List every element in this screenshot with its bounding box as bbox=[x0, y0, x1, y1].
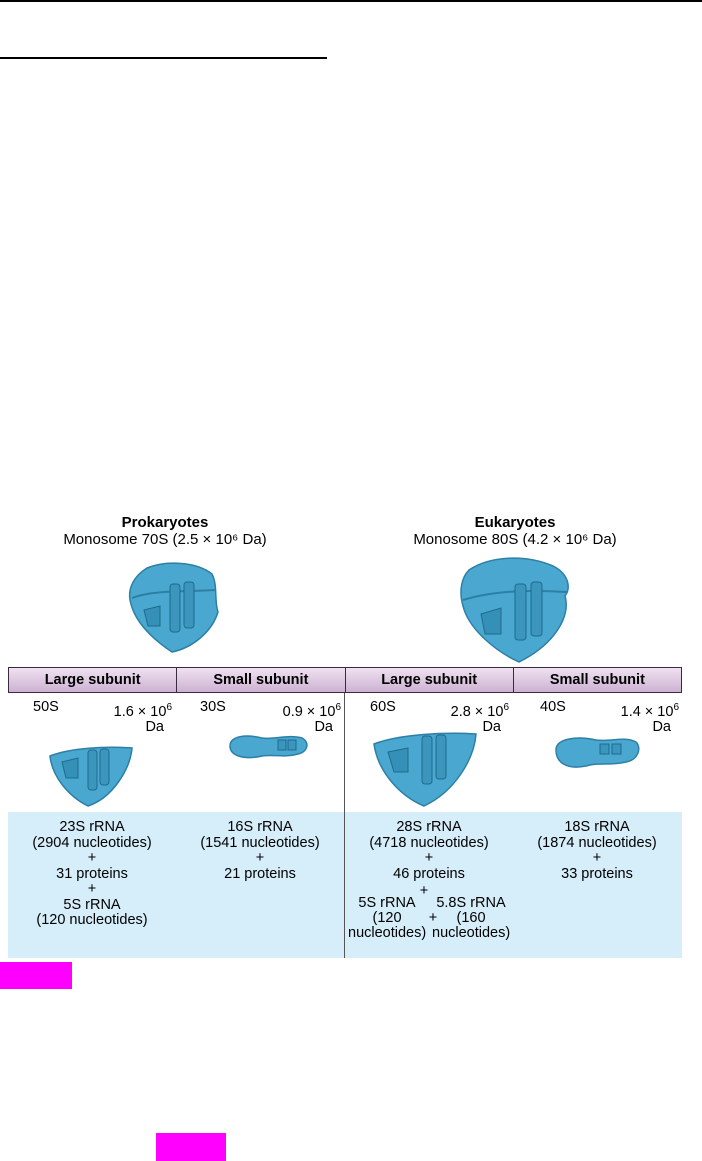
plus-sign-upper: + bbox=[419, 883, 429, 899]
composition-panel bbox=[8, 812, 682, 958]
prokaryotes-header: Prokaryotes Monosome 70S (2.5 × 10⁶ Da) bbox=[50, 514, 280, 548]
mass-unit: Da bbox=[314, 718, 333, 735]
mass-unit: Da bbox=[145, 718, 164, 735]
prokaryote-monosome-illustration bbox=[128, 562, 219, 653]
rrna-5-8s-label: 5.8S rRNA bbox=[436, 895, 506, 911]
prokaryotes-subtitle: Monosome 70S (2.5 × 10⁶ Da) bbox=[63, 531, 267, 548]
header-small-subunit-eukaryote: Small subunit bbox=[549, 672, 645, 688]
proteins-31: 31 proteins bbox=[56, 865, 128, 882]
header-large-subunit-prokaryote: Large subunit bbox=[9, 668, 178, 692]
subunit-header-bar: Large subunit Small subunit Large subuni… bbox=[8, 667, 682, 693]
prokaryotes-title: Prokaryotes bbox=[121, 514, 209, 531]
proteins-21: 21 proteins bbox=[224, 865, 296, 882]
composition-40s: 18S rRNA (1874 nucleotides) + 33 protein… bbox=[513, 819, 681, 882]
header-large-subunit-eukaryote: Large subunit bbox=[346, 668, 514, 692]
rrna-5s-length: (120 nucleotides) bbox=[36, 912, 148, 928]
mass-text: 0.9 × 10 bbox=[282, 703, 336, 720]
proteins-33: 33 proteins bbox=[561, 865, 633, 882]
plus-sign-lower: + bbox=[428, 910, 438, 926]
rrna-23s-length: (2904 nucleotides) bbox=[32, 834, 152, 851]
subunit-30s-label: 30S bbox=[200, 699, 226, 715]
composition-30s: 16S rRNA (1541 nucleotides) + 21 protein… bbox=[176, 819, 344, 882]
mass-text: 1.4 × 10 bbox=[620, 703, 674, 720]
rrna-18s: 18S rRNA bbox=[564, 819, 630, 835]
rrna-23s: 23S rRNA bbox=[59, 819, 125, 835]
mass-unit: Da bbox=[652, 718, 671, 735]
top-rule bbox=[0, 0, 702, 2]
subunit-50s-label: 50S bbox=[33, 699, 59, 715]
small-subunit-40s-illustration bbox=[555, 737, 640, 768]
eukaryotes-subtitle: Monosome 80S (4.2 × 10⁶ Da) bbox=[413, 531, 617, 548]
prokaryote-eukaryote-divider bbox=[344, 693, 345, 958]
mass-exponent: 6 bbox=[673, 702, 679, 713]
large-subunit-60s-illustration bbox=[373, 732, 477, 807]
plus-sign: + bbox=[87, 881, 97, 897]
mass-text: 2.8 × 10 bbox=[450, 703, 504, 720]
plus-sign: + bbox=[87, 850, 97, 866]
mass-exponent: 6 bbox=[335, 702, 341, 713]
mass-unit: Da bbox=[482, 718, 501, 735]
highlight-block-bottom bbox=[156, 1133, 226, 1161]
plus-sign: + bbox=[592, 850, 602, 866]
subunit-40s-label: 40S bbox=[540, 699, 566, 715]
large-subunit-50s-illustration bbox=[49, 746, 133, 807]
plus-sign: + bbox=[424, 850, 434, 866]
eukaryote-monosome-illustration bbox=[460, 557, 569, 663]
rrna-5s: 5S rRNA bbox=[63, 896, 121, 913]
rrna-28s: 28S rRNA bbox=[396, 819, 462, 835]
highlight-block-left bbox=[0, 962, 72, 989]
eukaryotes-header: Eukaryotes Monosome 80S (4.2 × 10⁶ Da) bbox=[395, 514, 635, 548]
rrna-5s-count: (120 bbox=[372, 910, 402, 926]
rrna-5s-eukaryote: 5S rRNA (120 nucleotides) bbox=[348, 896, 426, 941]
proteins-46: 46 proteins bbox=[393, 865, 465, 882]
mass-exponent: 6 bbox=[166, 702, 172, 713]
rrna-5-8s-count: (160 bbox=[456, 910, 486, 926]
plus-sign: + bbox=[255, 850, 265, 866]
subunit-60s-label: 60S bbox=[370, 699, 396, 715]
composition-50s: 23S rRNA (2904 nucleotides) + 31 protein… bbox=[8, 819, 176, 929]
header-small-subunit-prokaryote: Small subunit bbox=[177, 668, 346, 692]
rrna-5s-label: 5S rRNA bbox=[358, 895, 416, 911]
rrna-5-8s-unit: nucleotides) bbox=[432, 925, 511, 941]
rrna-18s-length: (1874 nucleotides) bbox=[537, 834, 657, 851]
underline-rule bbox=[0, 57, 327, 59]
rrna-16s-length: (1541 nucleotides) bbox=[200, 834, 320, 851]
eukaryotes-title: Eukaryotes bbox=[474, 514, 556, 531]
rrna-16s: 16S rRNA bbox=[227, 819, 293, 835]
mass-exponent: 6 bbox=[503, 702, 509, 713]
rrna-5-8s: 5.8S rRNA (160 nucleotides) bbox=[432, 896, 510, 941]
mass-text: 1.6 × 10 bbox=[113, 703, 167, 720]
small-subunit-30s-illustration bbox=[229, 735, 308, 759]
composition-60s: 28S rRNA (4718 nucleotides) + 46 protein… bbox=[345, 819, 513, 882]
rrna-28s-length: (4718 nucleotides) bbox=[369, 834, 489, 851]
rrna-5s-unit: nucleotides) bbox=[348, 925, 427, 941]
